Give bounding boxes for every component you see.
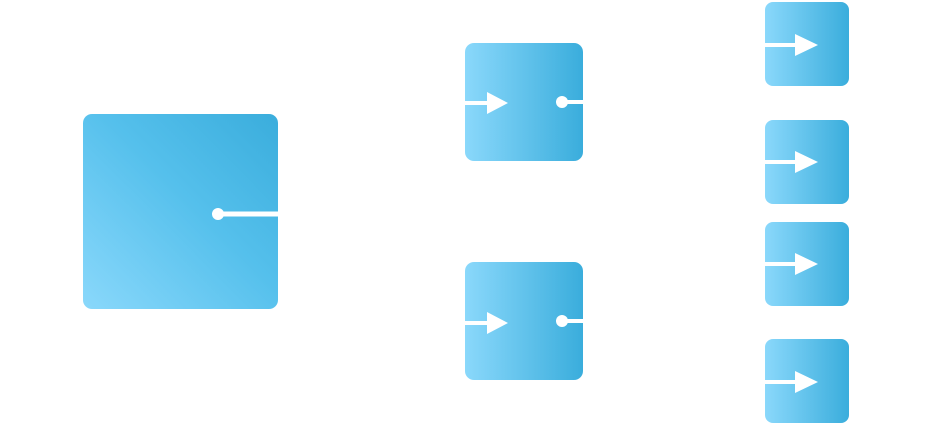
node-mid-bottom	[465, 262, 583, 380]
node-leaf-3	[765, 222, 849, 306]
output-port-dot-icon	[556, 96, 583, 108]
node-mid-bottom-box	[465, 262, 583, 380]
node-mid-top-box	[465, 43, 583, 161]
node-mid-top	[465, 43, 583, 161]
input-arrow-icon	[465, 92, 508, 114]
output-port-dot-icon	[212, 208, 278, 220]
input-arrow-icon	[765, 371, 818, 393]
input-arrow-icon	[765, 151, 818, 173]
node-leaf-2	[765, 120, 849, 204]
input-arrow-icon	[765, 253, 818, 275]
node-root-box	[83, 114, 278, 309]
input-arrow-icon	[465, 312, 508, 334]
node-leaf-4	[765, 339, 849, 423]
input-arrow-icon	[765, 34, 818, 56]
output-port-dot-icon	[556, 315, 583, 327]
node-leaf-1	[765, 2, 849, 86]
node-root	[83, 114, 278, 309]
